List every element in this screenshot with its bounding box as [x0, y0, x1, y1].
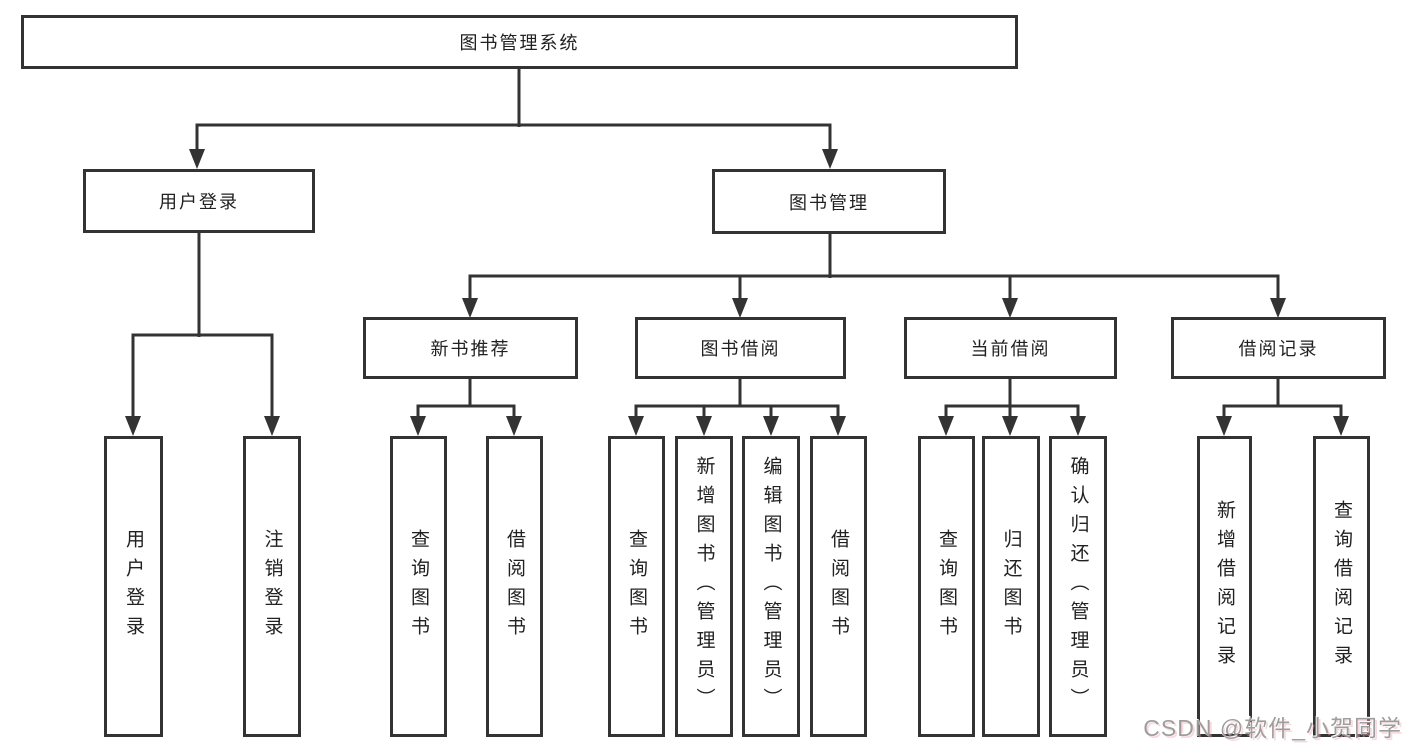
- node-book-management: 图书管理: [712, 169, 946, 234]
- leaf-label: 查询图书: [936, 528, 957, 645]
- node-leaf-logout: 注销登录: [243, 436, 301, 737]
- leaf-label: 查询图书: [408, 528, 429, 645]
- node-leaf-confirm-return-admin: 确认归还（管理员）: [1049, 436, 1107, 737]
- node-library-system-root: 图书管理系统: [21, 15, 1018, 69]
- leaf-label: 确认归还（管理员）: [1067, 456, 1089, 717]
- leaf-label: 新增图书（管理员）: [693, 456, 715, 717]
- node-leaf-borrow-book-1: 借阅图书: [486, 436, 543, 737]
- leaf-label: 借阅图书: [828, 528, 849, 645]
- node-leaf-return-book: 归还图书: [982, 436, 1040, 737]
- node-current-borrow: 当前借阅: [904, 317, 1117, 379]
- node-leaf-edit-book-admin: 编辑图书（管理员）: [742, 436, 800, 737]
- node-leaf-query-book-3: 查询图书: [918, 436, 975, 737]
- leaf-label: 编辑图书（管理员）: [760, 456, 782, 717]
- node-leaf-query-book-1: 查询图书: [390, 436, 447, 737]
- node-leaf-borrow-book-2: 借阅图书: [810, 436, 867, 737]
- leaf-label: 用户登录: [123, 528, 144, 645]
- node-user-login: 用户登录: [83, 169, 315, 233]
- node-new-book-recommend: 新书推荐: [363, 317, 578, 379]
- node-borrow-record: 借阅记录: [1171, 317, 1386, 379]
- csdn-watermark: CSDN @软件_小贺同学: [1143, 715, 1402, 741]
- node-leaf-add-borrow-record: 新增借阅记录: [1197, 436, 1252, 737]
- leaf-label: 注销登录: [261, 528, 283, 645]
- node-leaf-user-login: 用户登录: [104, 436, 163, 737]
- leaf-label: 新增借阅记录: [1214, 499, 1235, 674]
- node-leaf-add-book-admin: 新增图书（管理员）: [675, 436, 733, 737]
- leaf-label: 借阅图书: [504, 528, 525, 645]
- node-leaf-query-book-2: 查询图书: [608, 436, 665, 737]
- leaf-label: 查询图书: [626, 528, 647, 645]
- leaf-label: 查询借阅记录: [1331, 499, 1352, 674]
- leaf-label: 归还图书: [1000, 528, 1022, 645]
- node-leaf-query-borrow-record: 查询借阅记录: [1313, 436, 1370, 737]
- node-book-borrow: 图书借阅: [635, 317, 846, 379]
